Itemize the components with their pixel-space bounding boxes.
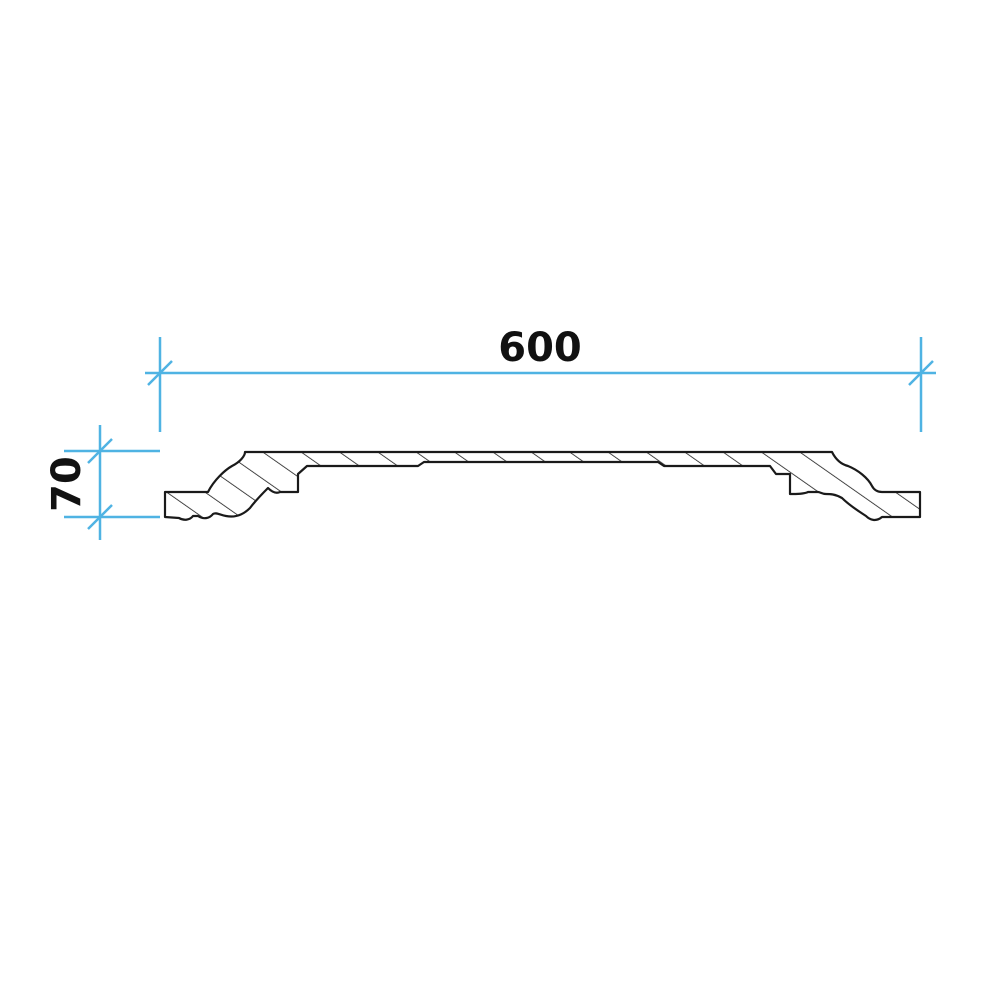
profile-hatch-fill [165,452,920,520]
moulding-profile-section [163,450,922,522]
width-dimension: 600 [145,325,936,432]
profile-outline [163,450,922,522]
width-tick-right [908,360,934,386]
height-dimension-label: 70 [44,456,90,512]
height-tick-top [87,438,113,464]
height-tick-bottom [87,504,113,530]
width-tick-left [147,360,173,386]
width-dimension-label: 600 [498,325,582,371]
height-dimension: 70 [44,425,160,540]
